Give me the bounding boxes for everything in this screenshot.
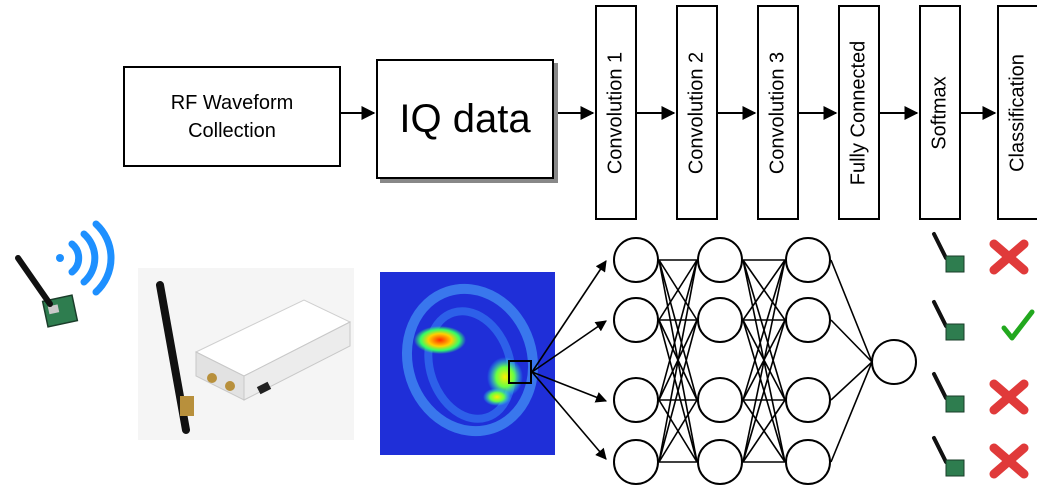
node-l3-4 xyxy=(785,439,831,485)
iq-heatmap xyxy=(380,272,555,455)
device-board-icon xyxy=(945,255,965,273)
node-output xyxy=(871,339,917,385)
node-l2-2 xyxy=(697,297,743,343)
node-l3-2 xyxy=(785,297,831,343)
node-l3-3 xyxy=(785,377,831,423)
rf-collection-label: RF Waveform Collection xyxy=(170,91,294,142)
device-antenna-icon xyxy=(932,436,948,464)
nn-nodes xyxy=(613,237,917,485)
transmitter-icon xyxy=(15,255,79,328)
result-row-1 xyxy=(932,232,1029,275)
classification-box: Classification xyxy=(997,5,1037,220)
cross-icon xyxy=(989,239,1029,275)
softmax-label: Softmax xyxy=(928,75,951,150)
fully-connected-box: Fully Connected xyxy=(838,5,880,220)
result-row-2 xyxy=(932,300,1035,341)
receiver-device-photo xyxy=(138,268,354,440)
node-l1-3 xyxy=(613,377,659,423)
node-l3-1 xyxy=(785,237,831,283)
node-l1-1 xyxy=(613,237,659,283)
cross-icon xyxy=(989,443,1029,479)
device-antenna-icon xyxy=(932,232,948,260)
device-board-icon xyxy=(945,459,965,477)
conv3-box: Convolution 3 xyxy=(757,5,799,220)
conv2-box: Convolution 2 xyxy=(676,5,718,220)
node-l1-4 xyxy=(613,439,659,485)
conv3-label: Convolution 3 xyxy=(766,51,789,174)
fully-connected-label: Fully Connected xyxy=(847,40,870,185)
device-board-icon xyxy=(945,395,965,413)
classification-label: Classification xyxy=(1006,53,1029,172)
conv1-box: Convolution 1 xyxy=(595,5,637,220)
iq-data-box: IQ data xyxy=(376,59,554,179)
node-l2-3 xyxy=(697,377,743,423)
nn-connections xyxy=(531,259,873,463)
conv2-label: Convolution 2 xyxy=(685,51,708,174)
softmax-box: Softmax xyxy=(919,5,961,220)
node-l1-2 xyxy=(613,297,659,343)
rf-collection-box: RF Waveform Collection xyxy=(123,66,341,167)
result-row-3 xyxy=(932,372,1029,415)
iq-data-label: IQ data xyxy=(399,97,531,141)
check-icon xyxy=(1001,309,1035,341)
device-board-icon xyxy=(945,323,965,341)
cross-icon xyxy=(989,379,1029,415)
node-l2-4 xyxy=(697,439,743,485)
wifi-waves-icon xyxy=(56,220,115,296)
node-l2-1 xyxy=(697,237,743,283)
device-antenna-icon xyxy=(932,372,948,400)
conv1-label: Convolution 1 xyxy=(604,51,627,174)
device-antenna-icon xyxy=(932,300,948,328)
result-row-4 xyxy=(932,436,1029,479)
